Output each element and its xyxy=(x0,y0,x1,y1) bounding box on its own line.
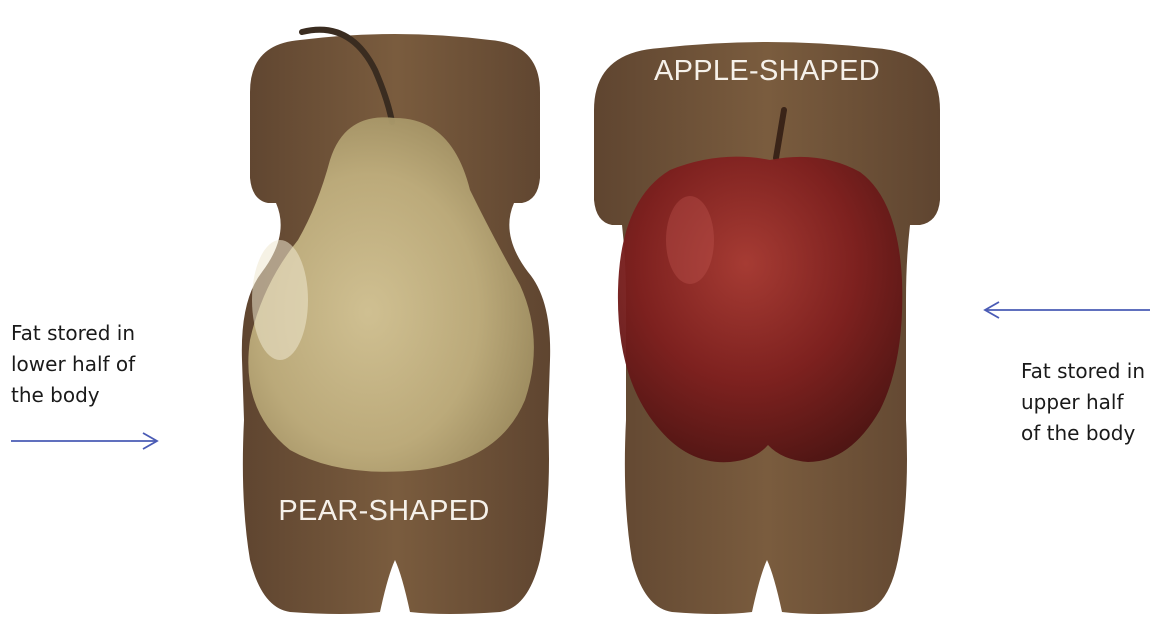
note-line: upper half xyxy=(1021,387,1145,418)
note-line: Fat stored in xyxy=(1021,356,1145,387)
left-arrow-icon xyxy=(11,433,157,449)
note-line: the body xyxy=(11,380,135,411)
lower-half-fat-note: Fat stored in lower half of the body xyxy=(11,318,135,411)
apple-shaped-label: APPLE-SHAPED xyxy=(654,55,880,87)
pear-shaped-label: PEAR-SHAPED xyxy=(278,495,489,527)
upper-half-fat-note: Fat stored in upper half of the body xyxy=(1021,356,1145,449)
note-line: of the body xyxy=(1021,418,1145,449)
note-line: Fat stored in xyxy=(11,318,135,349)
right-arrow-icon xyxy=(985,302,1150,318)
note-line: lower half of xyxy=(11,349,135,380)
